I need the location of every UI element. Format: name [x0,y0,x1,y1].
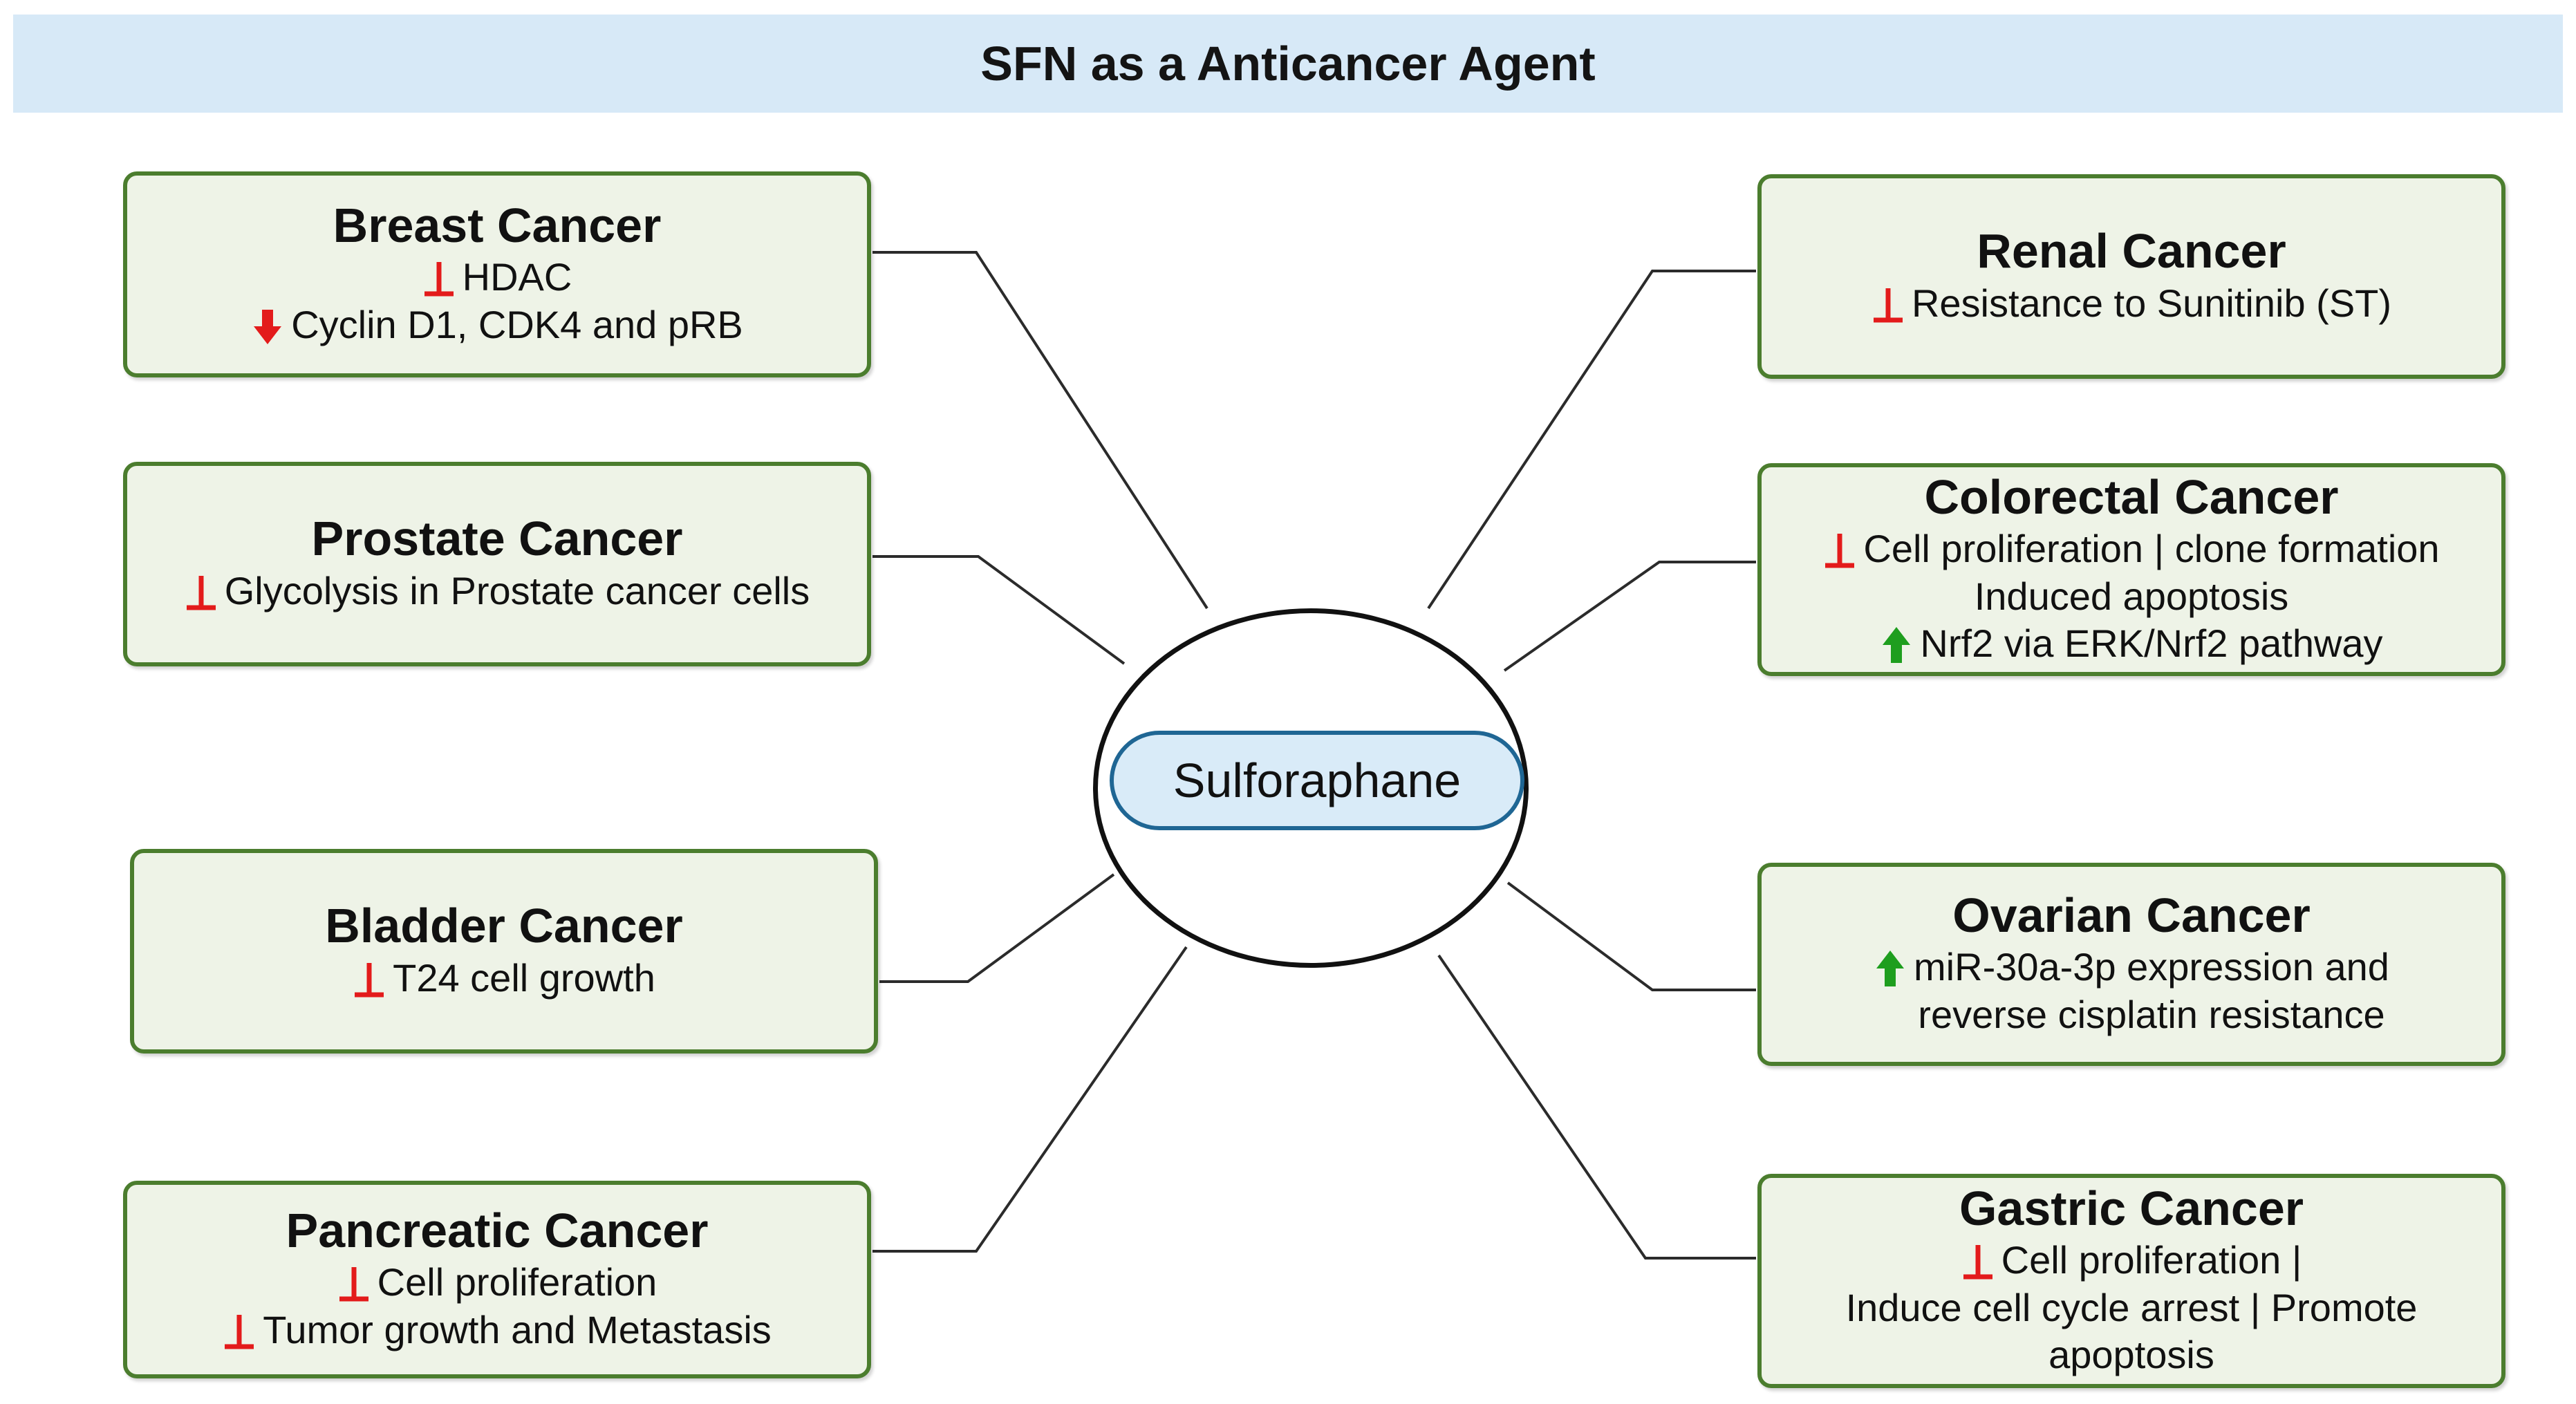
gastric-finding: Induce cell cycle arrest | Promote [1846,1284,2418,1331]
colorectal-title: Colorectal Cancer [1924,469,2339,524]
gastric-finding-text: Cell proliferation | [2001,1238,2302,1282]
breast-title: Breast Cancer [333,198,662,252]
down-arrow-icon [251,306,284,347]
connector-pancreatic [872,946,1188,1253]
renal-finding: Resistance to Sunitinib (ST) [1872,280,2391,327]
colorectal-finding-text: Induced apoptosis [1974,574,2289,618]
pancreatic-finding-text-wrap: Cell proliferation [377,1259,657,1306]
connector-renal [1427,270,1756,610]
gastric-finding-text-wrap: Induce cell cycle arrest | Promote [1846,1286,2418,1329]
inhibit-icon [353,959,386,1000]
bladder-finding-text: T24 cell growth [393,955,655,1000]
connector-ovarian [1506,881,1756,991]
inhibit-icon [1961,1241,1995,1282]
gastric-finding: apoptosis [2048,1331,2214,1378]
prostate-title: Prostate Cancer [311,512,683,566]
breast-finding: HDAC [422,254,572,301]
diagram-title: SFN as a Anticancer Agent [980,37,1596,91]
renal-title: Renal Cancer [1977,224,2286,279]
connector-gastric [1437,954,1756,1260]
bladder-finding-text-wrap: T24 cell growth [393,955,655,1002]
bladder-title: Bladder Cancer [325,899,683,953]
inhibit-icon [1823,530,1856,571]
pancreatic-finding: Tumor growth and Metastasis [223,1307,772,1354]
pancreatic-finding: Cell proliferation [337,1259,657,1306]
inhibit-icon [223,1311,256,1352]
inhibit-icon [337,1263,371,1304]
ovarian-finding-continuation: reverse cisplatin resistance [1918,992,2385,1036]
ovarian-title: Ovarian Cancer [1952,888,2311,942]
breast-finding-text-wrap: HDAC [463,254,572,301]
pancreatic-title: Pancreatic Cancer [286,1203,709,1257]
title-banner: SFN as a Anticancer Agent [13,15,2563,113]
gastric-finding-text: Induce cell cycle arrest | Promote [1845,1285,2418,1329]
pancreatic-finding-text-wrap: Tumor growth and Metastasis [263,1307,772,1354]
prostate-finding-text-wrap: Glycolysis in Prostate cancer cells [225,568,810,615]
inhibit-icon [422,258,456,299]
colorectal-finding-text: Nrf2 via ERK/Nrf2 pathway [1920,621,2383,665]
inhibit-icon [1872,284,1905,326]
gastric-title: Gastric Cancer [1959,1181,2304,1235]
renal-finding-text: Resistance to Sunitinib (ST) [1911,281,2392,325]
breast-finding-text: Cyclin D1, CDK4 and pRB [291,302,743,346]
gastric-finding-text: apoptosis [2048,1332,2214,1376]
gastric-finding-text-wrap: apoptosis [2048,1333,2214,1376]
colorectal-finding-text-wrap: Induced apoptosis [1975,574,2289,618]
bladder-finding: T24 cell growth [353,955,655,1002]
sulforaphane-label: Sulforaphane [1173,754,1462,807]
prostate-finding-text: Glycolysis in Prostate cancer cells [224,568,810,612]
pancreatic-finding-text: Cell proliferation [377,1260,657,1304]
colorectal-finding-text-wrap: Cell proliferation | clone formation [1863,525,2439,572]
breast-finding: Cyclin D1, CDK4 and pRB [251,301,743,348]
inhibit-icon [185,572,218,613]
sulforaphane-pill: Sulforaphane [1110,731,1524,830]
connector-bladder [879,873,1115,983]
breast-finding-text: HDAC [462,255,572,299]
colorectal-finding: Cell proliferation | clone formation [1823,525,2440,572]
renal-finding-text-wrap: Resistance to Sunitinib (ST) [1912,280,2391,327]
colorectal-finding-text-wrap: Nrf2 via ERK/Nrf2 pathway [1920,620,2382,667]
colorectal-finding: Induced apoptosis [1975,573,2289,620]
gastric-finding-text-wrap: Cell proliferation | [2001,1237,2302,1284]
prostate-finding: Glycolysis in Prostate cancer cells [185,568,810,615]
pancreatic-finding-text: Tumor growth and Metastasis [263,1307,772,1351]
ovarian-finding-text: miR-30a-3p expression and [1914,945,2389,989]
colorectal-finding: Nrf2 via ERK/Nrf2 pathway [1880,620,2383,667]
up-arrow-icon [1880,624,1913,666]
connector-colorectal [1503,561,1756,672]
up-arrow-icon [1874,948,1907,989]
gastric-finding: Cell proliferation | [1961,1237,2302,1284]
connector-breast [872,251,1208,610]
breast-finding-text-wrap: Cyclin D1, CDK4 and pRB [291,301,743,348]
colorectal-finding-text: Cell proliferation | clone formation [1863,527,2440,571]
connector-prostate [872,555,1126,665]
